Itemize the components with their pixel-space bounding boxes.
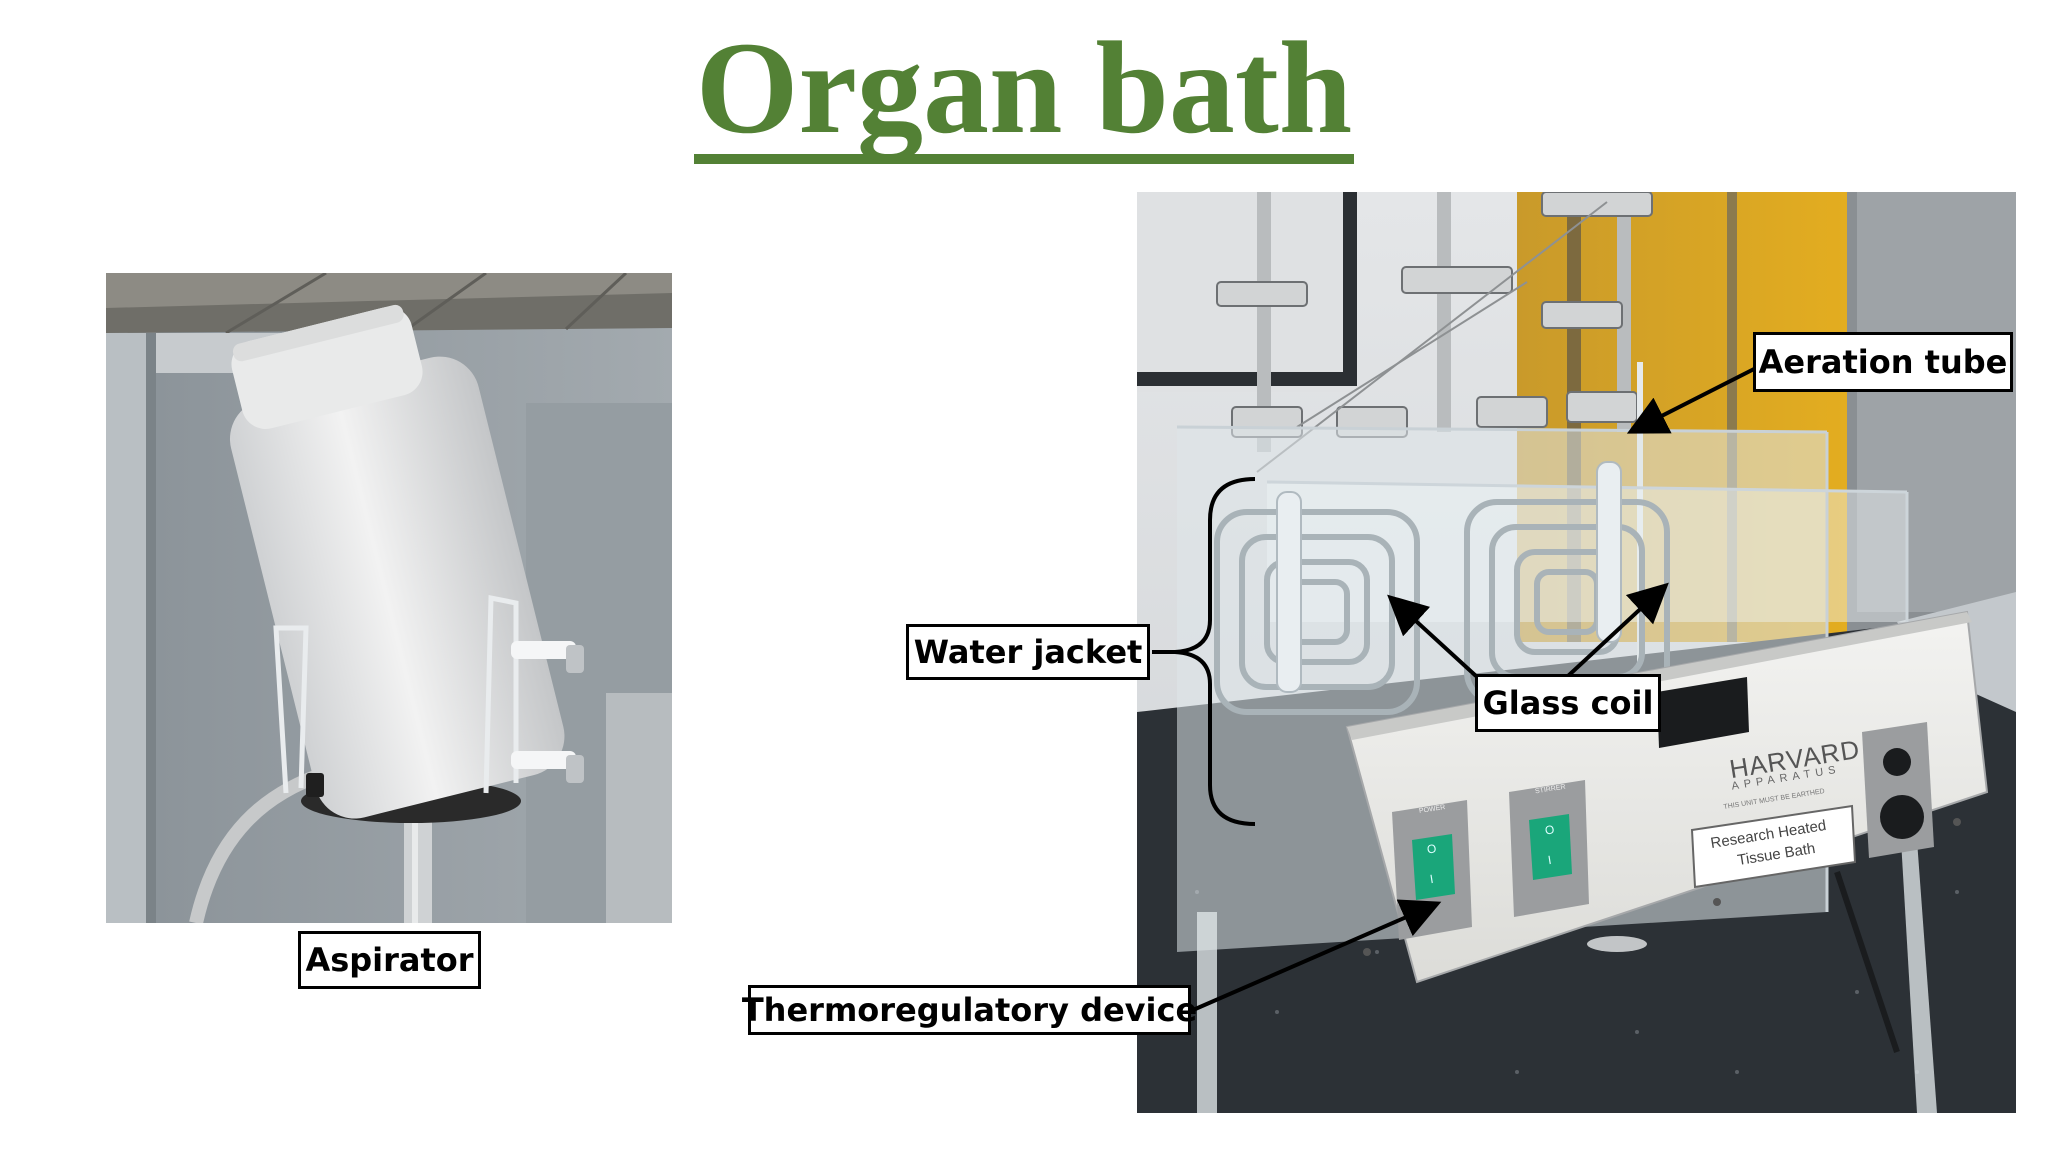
- stirrer-switch-glyph-top: O: [1543, 822, 1556, 838]
- thermoregulatory-device-label-text: Thermoregulatory device: [741, 991, 1198, 1029]
- aspirator-photo: [106, 273, 672, 923]
- aspirator-label-text: Aspirator: [305, 941, 474, 979]
- thermoregulatory-device-label: Thermoregulatory device: [742, 985, 1197, 1035]
- aspirator-illustration: [106, 273, 672, 923]
- water-jacket-label: Water jacket: [906, 624, 1150, 680]
- glass-coil-label-text: Glass coil: [1482, 684, 1654, 722]
- slide-title-text: Organ bath: [693, 22, 1355, 164]
- aspirator-label: Aspirator: [298, 931, 481, 989]
- glass-coil-label: Glass coil: [1475, 674, 1661, 732]
- aeration-tube-label-text: Aeration tube: [1758, 343, 2008, 381]
- organ-bath-photo: HARVARD APPARATUS THIS UNIT MUST BE EART…: [1137, 192, 2016, 1113]
- slide-title: Organ bath: [0, 18, 2048, 164]
- water-jacket-label-text: Water jacket: [913, 633, 1143, 671]
- organ-bath-illustration: [1137, 192, 2016, 1113]
- aeration-tube-label: Aeration tube: [1753, 332, 2013, 392]
- power-switch-glyph-top: O: [1425, 841, 1438, 857]
